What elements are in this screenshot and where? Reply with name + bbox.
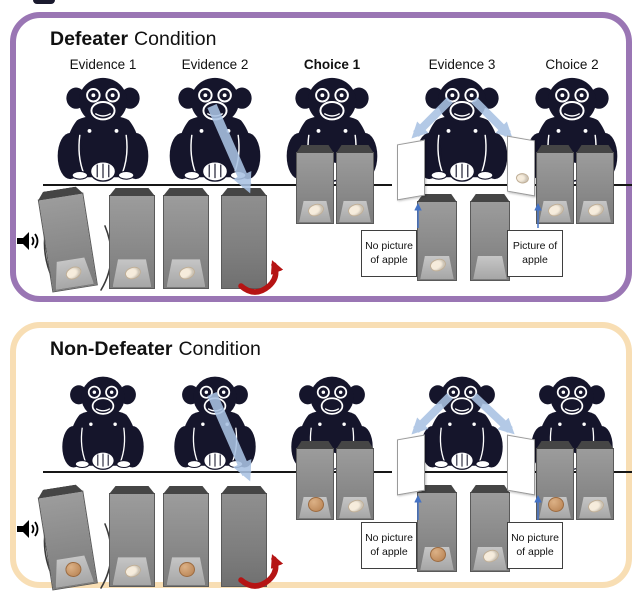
- picture-label: Picture of apple: [507, 230, 563, 277]
- speaker-icon: [16, 518, 42, 540]
- table-line: [155, 471, 275, 473]
- up-pointer-arrow-icon: [534, 203, 542, 228]
- up-pointer-arrow-icon: [414, 203, 422, 228]
- whole-apple-object: [308, 497, 324, 512]
- gray-box: [296, 152, 334, 224]
- no-picture-label: No picture of apple: [507, 522, 563, 569]
- blank-card: [397, 139, 425, 201]
- apple-picture-card: [507, 135, 535, 197]
- column-label-evidence-1: Evidence 1: [69, 57, 137, 72]
- column-label-choice-2: Choice 2: [545, 57, 599, 72]
- stage-evidence-3: No picture of apple Picture of apple: [360, 18, 564, 296]
- gaze-arrow-icon: [207, 391, 252, 482]
- stage-choice-2: [510, 328, 634, 582]
- apple-slice-object: [306, 200, 326, 220]
- apple-slice-object: [346, 200, 366, 220]
- stage-evidence-1: [37, 328, 165, 591]
- gray-box: [109, 493, 155, 587]
- gray-box: [536, 152, 574, 224]
- stage-evidence-2: [153, 328, 283, 589]
- gaze-arrow-icon: [411, 97, 513, 139]
- stage-evidence-2: [153, 18, 283, 296]
- gray-box: [536, 448, 574, 520]
- whole-apple-object: [548, 497, 564, 512]
- blank-card: [397, 434, 425, 496]
- gray-box: [470, 492, 510, 572]
- panel-title-bold: Defeater: [50, 28, 129, 50]
- up-pointer-arrow-icon: [414, 495, 422, 520]
- apple-slice-object: [586, 200, 606, 220]
- gaze-arrow-icon: [207, 103, 252, 194]
- gray-box: [336, 448, 374, 520]
- column-label-evidence-2: Evidence 2: [181, 57, 249, 72]
- gray-box: [576, 152, 614, 224]
- speaker-icon: [16, 230, 42, 252]
- table-line: [402, 471, 522, 473]
- gray-box-closed: [221, 493, 267, 587]
- gray-box: [417, 492, 457, 572]
- table-line: [43, 471, 163, 473]
- table-line: [43, 184, 163, 186]
- gray-box: [576, 448, 614, 520]
- panel-title-bold: Non-Defeater: [50, 338, 173, 360]
- panel-title-rest: Condition: [178, 338, 261, 360]
- blank-card: [507, 434, 535, 496]
- rotation-arrow-icon: [238, 260, 283, 295]
- gaze-arrow-icon: [411, 393, 515, 435]
- gray-box: [163, 195, 209, 289]
- gray-box: [336, 152, 374, 224]
- table-line: [155, 184, 275, 186]
- apple-slice-object: [177, 263, 197, 283]
- apple-slice-object: [123, 263, 143, 283]
- rotation-arrow-icon: [238, 554, 283, 589]
- apple-slice-picture: [513, 171, 531, 186]
- no-picture-label: No picture of apple: [361, 230, 417, 277]
- gray-box: [163, 493, 209, 587]
- stage-evidence-3: No picture of apple No picture of apple: [360, 328, 564, 582]
- gray-box-empty: [470, 201, 510, 281]
- apple-slice-object: [546, 200, 566, 220]
- gray-box-closed: [221, 195, 267, 289]
- column-label-choice-1: Choice 1: [303, 57, 361, 72]
- whole-apple-object: [64, 560, 83, 579]
- apple-slice-object: [346, 496, 366, 516]
- stage-choice-1: [270, 18, 394, 296]
- apple-slice-object: [586, 496, 606, 516]
- apple-slice-object: [428, 255, 448, 275]
- no-picture-label: No picture of apple: [361, 522, 417, 569]
- apple-slice-object: [63, 263, 84, 283]
- stage-choice-1: [270, 328, 394, 582]
- panel-title-rest: Condition: [134, 28, 217, 50]
- stage-choice-2: [510, 18, 634, 296]
- gray-box: [296, 448, 334, 520]
- apple-slice-object: [481, 546, 501, 566]
- gray-box: [417, 201, 457, 281]
- column-label-evidence-3: Evidence 3: [428, 57, 496, 72]
- stage-evidence-1: [37, 18, 165, 296]
- whole-apple-object: [179, 562, 195, 577]
- apple-slice-object: [123, 561, 143, 581]
- up-pointer-arrow-icon: [534, 495, 542, 520]
- gray-box: [109, 195, 155, 289]
- whole-apple-object: [430, 547, 446, 562]
- table-line: [402, 184, 522, 186]
- cropped-artifact: [33, 0, 55, 4]
